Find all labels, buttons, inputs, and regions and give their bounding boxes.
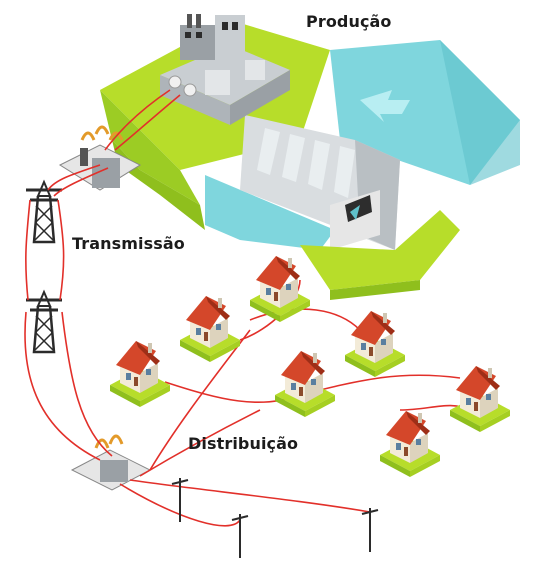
house-1: [250, 256, 310, 322]
pole-3: [361, 507, 379, 553]
dam-plateau: [100, 20, 520, 300]
house-7: [380, 411, 440, 477]
house-6: [450, 366, 510, 432]
dam-spillways: [257, 128, 355, 198]
pole-2: [231, 513, 249, 559]
house-3: [110, 341, 170, 407]
tower-2: [24, 290, 64, 354]
power-plant: [160, 14, 290, 125]
pole-1: [171, 477, 189, 523]
tower-1: [24, 180, 64, 244]
label-distribution: Distribuição: [188, 434, 299, 453]
substation-top: [58, 125, 142, 191]
label-production: Produção: [306, 12, 392, 31]
house-4: [345, 311, 405, 377]
label-transmission: Transmissão: [72, 234, 185, 253]
house-5: [275, 351, 335, 417]
power-cables: [24, 89, 471, 527]
house-2: [180, 296, 240, 362]
